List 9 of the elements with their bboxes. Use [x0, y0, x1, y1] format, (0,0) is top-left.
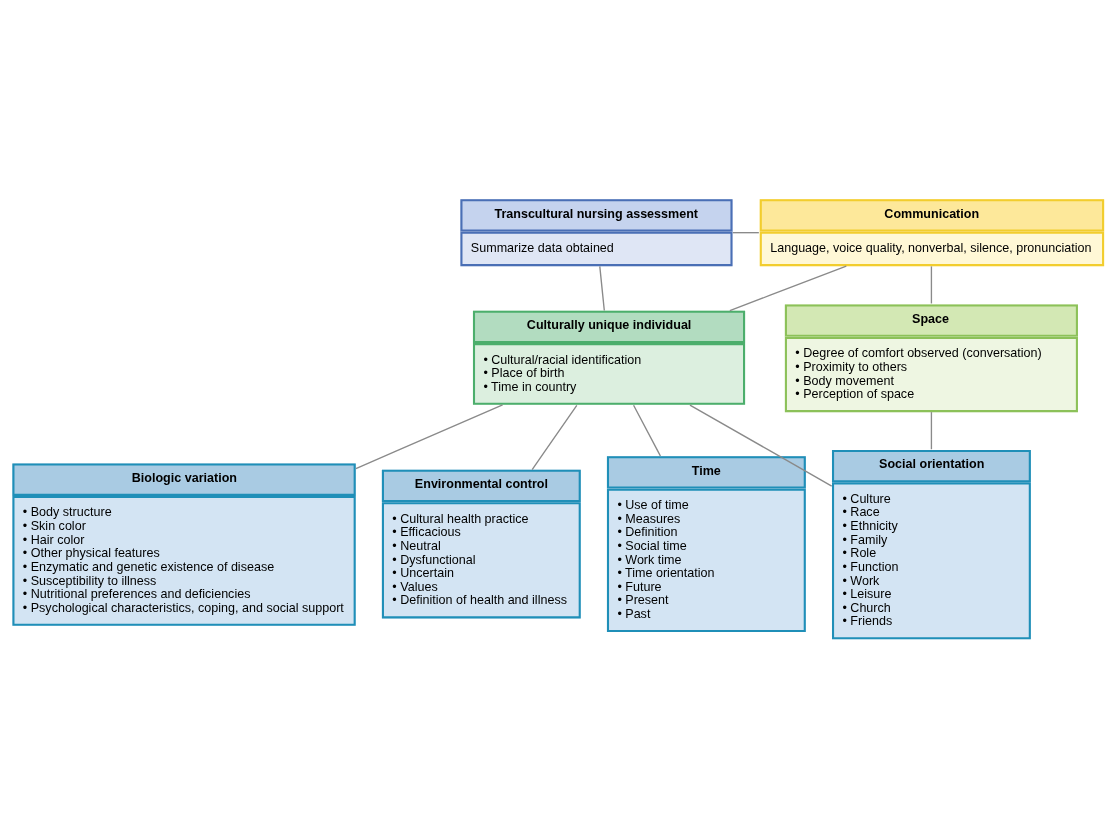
- connector: [531, 404, 578, 471]
- connector: [729, 265, 847, 312]
- connector: [689, 404, 833, 487]
- connector: [930, 411, 933, 450]
- connector: [632, 404, 662, 457]
- connector: [355, 404, 504, 470]
- connector: [732, 232, 760, 234]
- connector: [930, 265, 933, 305]
- connector: [599, 265, 605, 312]
